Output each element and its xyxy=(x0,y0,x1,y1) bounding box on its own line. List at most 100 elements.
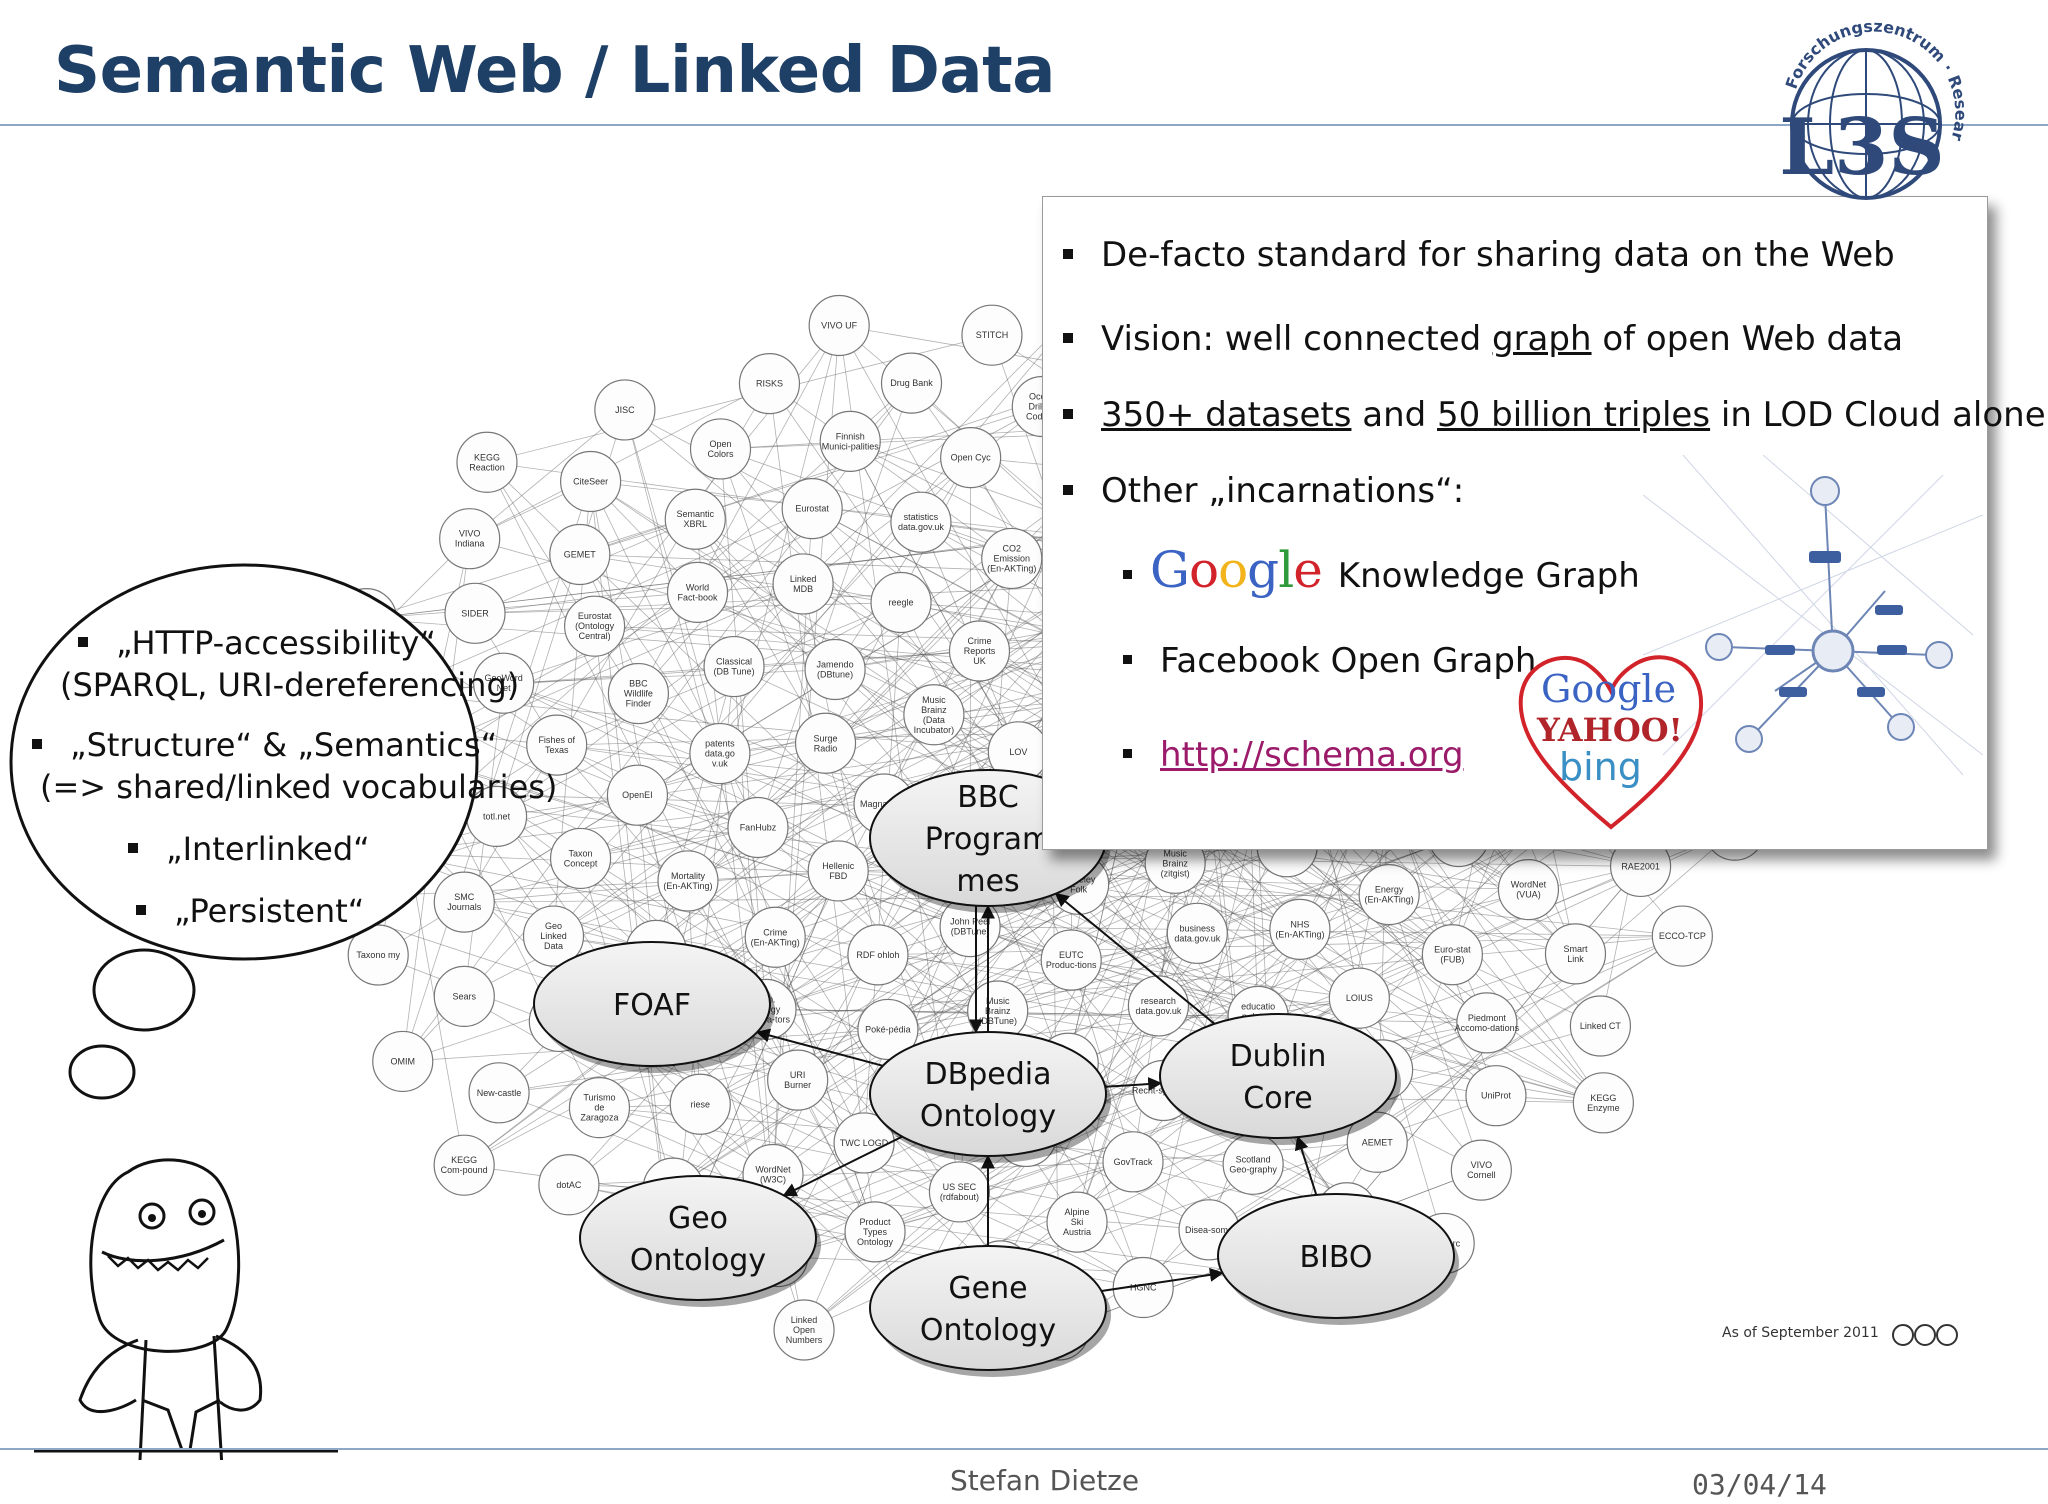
lod-dataset-circle xyxy=(1046,1191,1108,1253)
lod-dataset-label: data.gov.uk xyxy=(1135,1006,1181,1016)
lod-dataset-node: Crime(En-AKTing) xyxy=(744,906,806,968)
info-text: of open Web data xyxy=(1591,319,1904,359)
lod-dataset-circle xyxy=(1346,1111,1408,1173)
lod-dataset-label: Eurostat xyxy=(795,504,829,514)
lod-dataset-label: Hellenic xyxy=(822,861,855,871)
lod-dataset-circle xyxy=(772,553,834,615)
lod-dataset-label: Finnish xyxy=(836,431,865,441)
lod-dataset-node: FanHubz xyxy=(727,796,789,859)
schema-org-link[interactable]: http://schema.org xyxy=(1160,735,1464,775)
info-text: Other „incarnations“: xyxy=(1101,471,1465,511)
vocabulary-nodes: BBCProgrammesFOAFDBpediaOntologyDublinCo… xyxy=(533,769,1459,1377)
lod-edge xyxy=(556,744,1060,1331)
info-text: in LOD Cloud alone xyxy=(1710,395,2046,435)
lod-dataset-label: Folk xyxy=(1070,884,1088,894)
lod-edge xyxy=(1376,829,1736,1143)
lod-dataset-label: Austria xyxy=(1063,1227,1091,1237)
lod-dataset-label: Enzyme xyxy=(1587,1103,1620,1113)
lod-dataset-label: Zaragoza xyxy=(580,1113,618,1123)
lod-dataset-circle xyxy=(1328,967,1390,1029)
info-subitem-schema: http://schema.org xyxy=(1123,735,1464,775)
lod-dataset-node: GEMET xyxy=(549,523,611,586)
lod-dataset-label: Linked xyxy=(790,574,817,584)
info-text: Knowledge Graph xyxy=(1337,556,1640,596)
lod-dataset-label: (DB Tune) xyxy=(714,667,755,677)
lod-dataset-label: Taxono my xyxy=(356,950,400,960)
lod-dataset-label: (VUA) xyxy=(1516,890,1541,900)
lod-dataset-label: Link xyxy=(1567,954,1584,964)
vocabulary-node-ellipse xyxy=(579,1175,817,1301)
lod-dataset-label: Fishes of xyxy=(538,735,575,745)
info-item-incarnations: Other „incarnations“: xyxy=(1063,471,1464,511)
lod-dataset-label: dotAC xyxy=(556,1180,582,1190)
vocabulary-node-label: Dublin xyxy=(1230,1039,1327,1074)
vocabulary-node-ellipse xyxy=(869,1031,1107,1157)
lod-dataset-label: Wildlife xyxy=(624,689,653,699)
lod-dataset-label: TWC LOGD xyxy=(840,1138,889,1148)
vocabulary-edge xyxy=(1054,892,1216,1025)
info-text: Facebook Open Graph xyxy=(1160,641,1537,681)
lod-dataset-label: RDF ohloh xyxy=(856,950,899,960)
lod-dataset-label: Linked xyxy=(791,1315,818,1325)
lod-dataset-circle xyxy=(1651,905,1713,967)
lod-dataset-label: VIVO xyxy=(1471,1160,1493,1170)
lod-dataset-label: (FUB) xyxy=(1440,955,1464,965)
lod-dataset-circle xyxy=(819,410,881,472)
sa-icon xyxy=(1936,1324,1958,1346)
lod-dataset-label: MDB xyxy=(793,584,813,594)
lod-dataset-label: riese xyxy=(690,1099,710,1109)
lod-dataset-label: (W3C) xyxy=(760,1175,786,1185)
lod-edge xyxy=(579,554,721,754)
lod-dataset-circle xyxy=(606,764,669,826)
as-of-label: As of September 2011 xyxy=(1722,1325,1879,1341)
thought-bubble: „HTTP-accessibility“ (SPARQL, URI-derefe… xyxy=(8,562,557,962)
info-text-underlined: 350+ datasets xyxy=(1101,395,1352,435)
logo-mark: L3S xyxy=(1779,102,1944,193)
bullet-icon xyxy=(1063,248,1073,259)
bullet-icon xyxy=(1123,655,1132,664)
lod-edge xyxy=(883,558,1013,805)
lod-dataset-circle xyxy=(880,352,943,414)
lod-edge xyxy=(797,1079,909,1308)
heart-logo-bing: bing xyxy=(1559,745,1642,789)
lod-dataset-label: (Ontology xyxy=(575,621,615,631)
lod-dataset-circle xyxy=(807,840,869,902)
lod-edge xyxy=(694,519,779,1257)
lod-dataset-label: Jamendo xyxy=(817,659,854,669)
bullet-icon xyxy=(1063,484,1073,495)
vocabulary-edge xyxy=(1101,1267,1224,1293)
lod-dataset-circle xyxy=(657,850,719,912)
lod-dataset-circle xyxy=(669,1073,731,1135)
lod-dataset-label: SIDER xyxy=(461,608,489,618)
vocabulary-node-label: BBC xyxy=(957,780,1019,815)
lod-edge xyxy=(464,894,1390,903)
vocabulary-edge xyxy=(755,1028,884,1067)
vocabulary-node-label: Ontology xyxy=(630,1243,766,1278)
lod-dataset-node: CiteSeer xyxy=(560,450,622,513)
lod-dataset-circle xyxy=(1269,898,1331,960)
lod-edge xyxy=(579,554,865,1144)
lod-dataset-circle xyxy=(948,620,1011,682)
lod-dataset-label: Ski xyxy=(1071,1217,1084,1227)
lod-dataset-circle xyxy=(727,796,789,859)
lod-dataset-label: RAE2001 xyxy=(1621,861,1660,871)
thought-item-http-detail: (SPARQL, URI-dereferencing) xyxy=(60,666,519,704)
lod-dataset-label: Brainz xyxy=(921,705,947,715)
lod-dataset-node: Energy(En-AKTing) xyxy=(1358,863,1420,926)
lod-dataset-circle xyxy=(433,871,495,933)
lod-dataset-circle xyxy=(607,662,670,725)
lod-dataset-label: Mortality xyxy=(671,871,706,881)
lod-dataset-node: UniProt xyxy=(1465,1065,1527,1127)
lod-dataset-label: KEGG xyxy=(474,452,500,462)
thought-item-line: „HTTP-accessibility“ xyxy=(116,624,436,662)
lod-dataset-label: Accomo-dations xyxy=(1455,1023,1520,1033)
lod-edge xyxy=(1052,819,1604,1104)
thought-item-line: „Interlinked“ xyxy=(166,830,370,868)
heart-illustration xyxy=(1518,655,1704,830)
